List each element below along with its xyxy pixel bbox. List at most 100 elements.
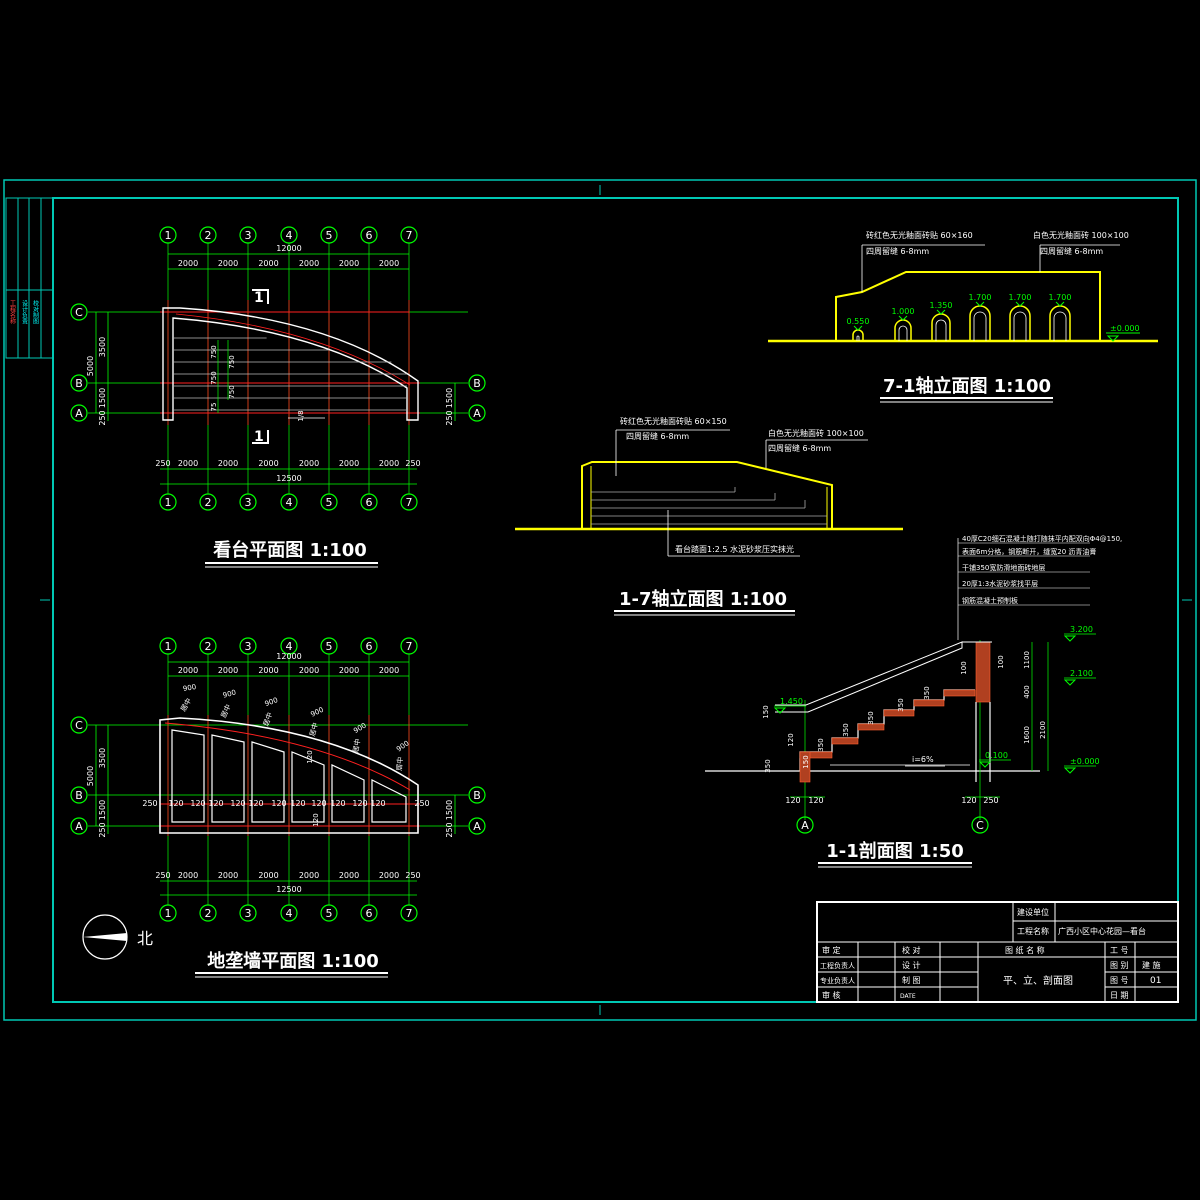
sec-note-4: 20厚1:3水泥砂浆找平层	[962, 579, 1038, 588]
plan2-dim-top-span-2: 2000	[218, 666, 238, 675]
elev71-note1: 砖红色无光釉面砖贴 60×160	[866, 230, 973, 240]
plan2-dim-top-total: 12000	[276, 652, 301, 661]
plan2-axis-top-7: 7	[406, 640, 413, 653]
plan2-dim-top-span-3: 2000	[258, 666, 278, 675]
plan2-dim-top-span-5: 2000	[339, 666, 359, 675]
plan1-step-dim-2: 750	[210, 371, 218, 384]
plan1-dim-bot-span-5: 2000	[339, 459, 359, 468]
sec-note-5: 钢筋混凝土预制板	[962, 596, 1018, 605]
plan1-axis-bot-1: 1	[165, 496, 172, 509]
plan1-axis-right-b-circle	[468, 374, 486, 392]
plan2-dim-left-small: 250	[98, 822, 107, 837]
plan1-step-dim-1: 750	[210, 345, 218, 358]
sec-level-mark-2	[1063, 679, 1077, 686]
plan2-axis-bot-1: 1	[165, 907, 172, 920]
sec-level-mark-5	[1063, 767, 1077, 774]
sec-stair-tread-4	[883, 709, 915, 717]
sec-level-mark-3	[773, 707, 787, 714]
north-label: 北	[137, 929, 153, 948]
plan2-axis-bot-5: 5	[326, 907, 333, 920]
sec-step-dim-4: 350	[842, 723, 850, 736]
elev71-level-1: 0.550	[847, 317, 870, 326]
elev71-level-4: 1.700	[969, 293, 992, 302]
sec-dim-left-350: 350	[764, 759, 772, 772]
plan1-axis-right-b: B	[473, 377, 481, 390]
elev71-ground-mark	[1106, 332, 1140, 342]
plan1-dim-top-span-5: 2000	[339, 259, 359, 268]
elev71-arch-6	[1049, 305, 1071, 341]
plan1-axis-left-c: C	[75, 306, 83, 319]
plan2-axis-bot-2: 2	[205, 907, 212, 920]
sidebar-col1: 工程名称	[9, 300, 16, 325]
plan2-dim-bot-span-5: 2000	[339, 871, 359, 880]
elev71-level-mark-6	[1055, 301, 1065, 307]
sec-level-4: 0.100	[985, 751, 1008, 760]
plan1-section-label-bot: 1	[254, 429, 264, 445]
sec-level-3: 1.450	[780, 697, 803, 706]
plan2-wall-dim-12: 120	[370, 799, 385, 808]
plan2-axis-bot-4: 4	[286, 907, 293, 920]
plan2-dim-bot-total: 12500	[276, 885, 301, 894]
sec-stair-tread-3	[857, 723, 885, 731]
sec-level-1: 3.200	[1070, 625, 1093, 634]
sec-step-dim-5: 350	[817, 738, 825, 751]
plan1-axis-top-2: 2	[205, 229, 212, 242]
plan2-cell-2	[211, 734, 245, 823]
elev17-note2: 白色无光釉面砖 100×100	[768, 428, 864, 438]
elev71-level-mark-4	[975, 301, 985, 307]
elev71-arch-3	[931, 313, 951, 341]
plan2-opening-note-1: 居中	[178, 696, 193, 713]
section-title: 1-1剖面图 1:50	[826, 840, 964, 862]
elev17-title: 1-7轴立面图 1:100	[619, 588, 787, 610]
sec-dim-2100: 2100	[1039, 721, 1047, 739]
plan2-red-arc	[164, 722, 411, 791]
plan2-dim-left-lower: 1500	[98, 800, 107, 820]
tb-r3c2: 制 图	[902, 975, 921, 985]
elev71-arch-2	[894, 319, 912, 341]
plan2-wall-dim-v1: 120	[306, 750, 314, 763]
plan2-wall-dim-13: 250	[414, 799, 429, 808]
plan2-wall-dim-8: 120	[290, 799, 305, 808]
plan1-dim-right-small: 250	[445, 410, 454, 425]
plan1-axis-left-c-circle	[70, 303, 88, 321]
sec-dim-1100: 1100	[1023, 651, 1031, 669]
plan2-cell-3	[251, 741, 285, 823]
title-block	[816, 901, 1179, 1003]
plan1-axis-left-a-circle	[70, 404, 88, 422]
plan1-dim-top-span-4: 2000	[299, 259, 319, 268]
sec-level-mark-4	[978, 761, 992, 768]
sec-railing	[775, 641, 963, 713]
plan2-axis-top-5: 5	[326, 640, 333, 653]
sec-slope: i=6%	[912, 755, 934, 764]
plan2-dim-right-lower: 1500	[445, 800, 454, 820]
sec-dim-left-120: 120	[787, 733, 795, 746]
sec-step-dim-1: 350	[923, 686, 931, 699]
plan1-axis-bot-7: 7	[406, 496, 413, 509]
tb-r1c2: 校 对	[902, 945, 921, 955]
sec-level-mark-1	[1063, 635, 1077, 642]
plan1-axis-left-b: B	[75, 377, 83, 390]
tb-r3c1: 专业负责人	[820, 976, 855, 985]
plan2-wall-dim-3: 120	[190, 799, 205, 808]
elev71-ground: ±0.000	[1110, 324, 1140, 333]
plan1-dim-bot-edge-l: 250	[155, 459, 170, 468]
elev71-arch-inner-5	[1013, 311, 1027, 341]
elev17-note2b: 四周留缝 6-8mm	[768, 443, 831, 453]
plan1-dim-bot-span-4: 2000	[299, 459, 319, 468]
plan2-title: 地垄墙平面图 1:100	[207, 950, 379, 972]
plan2-opening-3: 900	[264, 696, 279, 708]
plan1-dim-left-lower: 1500	[98, 388, 107, 408]
elev71-level-mark-1	[853, 325, 863, 331]
elev71-level-mark-5	[1015, 301, 1025, 307]
plan2-cell-6	[371, 779, 407, 823]
plan2-opening-2: 900	[222, 688, 237, 699]
plan1-wall-outline	[162, 307, 419, 421]
plan1-dim-top-span-2: 2000	[218, 259, 238, 268]
tb-num-value: 01	[1150, 976, 1161, 986]
plan1-axis-bot-6: 6	[366, 496, 373, 509]
sec-note-2: 表面6m分格，钢筋断开，缝宽20 沥青油膏	[962, 547, 1096, 556]
plan1-axis-left-b-circle	[70, 374, 88, 392]
sec-axis-a: A	[801, 819, 809, 832]
plan2-dim-top-span-1: 2000	[178, 666, 198, 675]
plan2-axis-right-a-circle	[468, 817, 486, 835]
